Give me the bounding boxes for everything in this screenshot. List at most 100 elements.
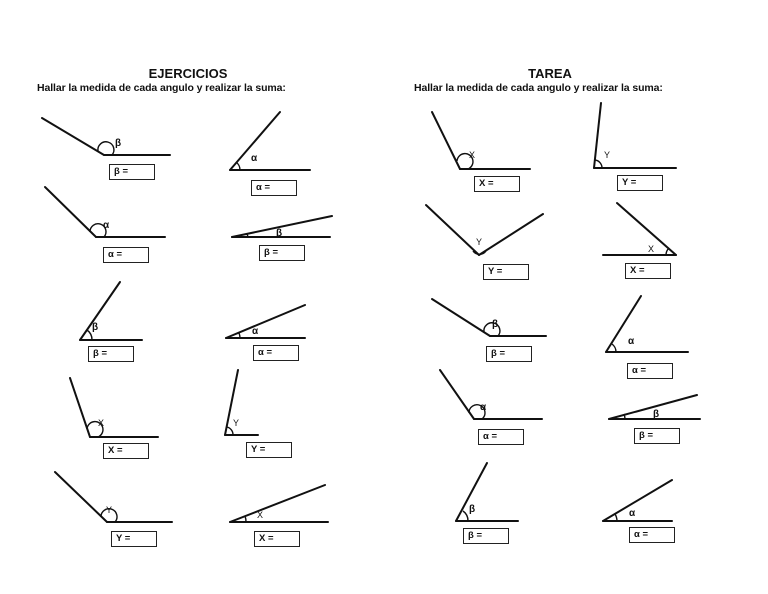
angle-left-3 [44,186,166,238]
angle-left-1-symbol: β [115,138,122,149]
answer-box-right-6[interactable]: α = [627,363,673,379]
angle-right-5-symbol: β [492,319,499,330]
answer-box-left-4[interactable]: β = [259,245,305,261]
angle-left-10 [229,484,329,523]
angle-right-2-ray-b [593,102,602,169]
angle-left-2-symbol: α [251,153,258,164]
angle-right-4-symbol: X [648,244,655,254]
angle-left-9-arc [100,508,118,523]
angle-left-3-arc [89,223,107,238]
angle-left-9-symbol: Y [106,505,113,515]
angle-right-1-arc [456,152,474,170]
angle-right-2-symbol: Y [604,150,611,160]
angle-right-5 [431,298,547,337]
answer-box-left-6[interactable]: α = [253,345,299,361]
angle-left-5 [79,281,143,341]
angle-right-5-arc [483,322,501,337]
right-subtitle: Hallar la medida de cada angulo y realiz… [414,82,663,94]
angle-right-10 [602,479,673,522]
answer-box-right-7[interactable]: α = [478,429,524,445]
answer-box-right-3[interactable]: Y = [483,264,529,280]
angle-right-3 [425,204,544,256]
angle-right-9-symbol: β [469,504,476,515]
angle-left-6-symbol: α [252,326,259,337]
answer-box-left-2[interactable]: α = [251,180,297,196]
angle-left-10-symbol: X [257,510,264,520]
answer-box-right-4[interactable]: X = [625,263,671,279]
angle-right-10-ray-b [602,479,673,522]
angle-left-2-arc [235,161,241,171]
angle-left-6 [225,304,306,339]
angle-right-6 [605,295,689,353]
angle-left-4-symbol: β [276,228,283,239]
angle-left-9 [54,471,173,523]
angle-right-7 [439,369,543,420]
angle-left-7-arc [86,420,104,438]
answer-box-left-10[interactable]: X = [254,531,300,547]
angle-left-1-ray-b [41,117,105,156]
angle-left-4-arc [246,233,249,238]
angle-right-1 [431,111,531,170]
angle-left-10-ray-b [229,484,326,523]
angle-right-3-arc [472,250,487,255]
angle-right-3-symbol: Y [476,237,483,247]
answer-box-right-1[interactable]: X = [474,176,520,192]
angle-left-1-arc [97,141,115,156]
angle-left-7 [69,377,159,438]
angle-left-2 [229,111,311,171]
angle-left-5-symbol: β [92,322,99,333]
angle-right-10-arc [614,513,618,522]
angle-right-6-ray-b [605,295,642,353]
angle-right-4-arc [665,247,670,256]
angle-right-5-ray-b [431,298,491,337]
answer-box-left-3[interactable]: α = [103,247,149,263]
angle-left-4-ray-b [231,215,333,238]
angle-left-9-ray-b [54,471,108,523]
angle-right-4-ray-b [616,202,677,256]
angle-right-9-arc [462,510,469,522]
angle-left-6-arc [238,332,241,339]
angle-right-7-ray-b [439,369,475,420]
angle-right-2-arc [594,159,603,169]
angle-left-8-arc [226,426,234,436]
angle-right-8-arc [623,413,626,420]
angle-right-9 [455,462,519,522]
angle-right-6-arc [611,343,617,353]
angle-left-6-ray-b [225,304,306,339]
left-title: EJERCICIOS [148,66,228,81]
answer-box-right-10[interactable]: α = [629,527,675,543]
angle-left-1 [41,117,171,156]
angle-left-8-symbol: Y [233,418,240,428]
angle-right-9-ray-b [455,462,488,522]
angle-right-6-symbol: α [628,336,635,347]
answer-box-left-1[interactable]: β = [109,164,155,180]
answer-box-left-9[interactable]: Y = [111,531,157,547]
angle-right-3-ray-a [478,213,544,256]
angle-left-5-arc [86,329,93,341]
answer-box-right-9[interactable]: β = [463,528,509,544]
angle-right-3-ray-b [425,204,480,256]
angle-right-10-symbol: α [629,508,636,519]
angle-right-7-symbol: α [480,402,487,413]
answer-box-right-5[interactable]: β = [486,346,532,362]
angle-left-8-ray-b [224,369,239,436]
answer-box-right-8[interactable]: β = [634,428,680,444]
answer-box-left-5[interactable]: β = [88,346,134,362]
answer-box-right-2[interactable]: Y = [617,175,663,191]
angle-left-4 [231,215,333,238]
angle-right-8-symbol: β [653,409,660,420]
angle-left-3-ray-b [44,186,97,238]
angle-right-7-arc [468,404,486,420]
answer-box-left-8[interactable]: Y = [246,442,292,458]
angle-left-7-symbol: X [98,418,105,428]
angle-left-2-ray-b [229,111,281,171]
angle-left-3-symbol: α [103,220,110,231]
angle-right-2 [593,102,677,169]
angle-right-8 [608,394,701,420]
angle-right-1-symbol: X [469,150,476,160]
angle-right-1-ray-b [431,111,461,170]
answer-box-left-7[interactable]: X = [103,443,149,459]
angle-left-8 [224,369,259,436]
angle-left-10-arc [244,515,247,523]
